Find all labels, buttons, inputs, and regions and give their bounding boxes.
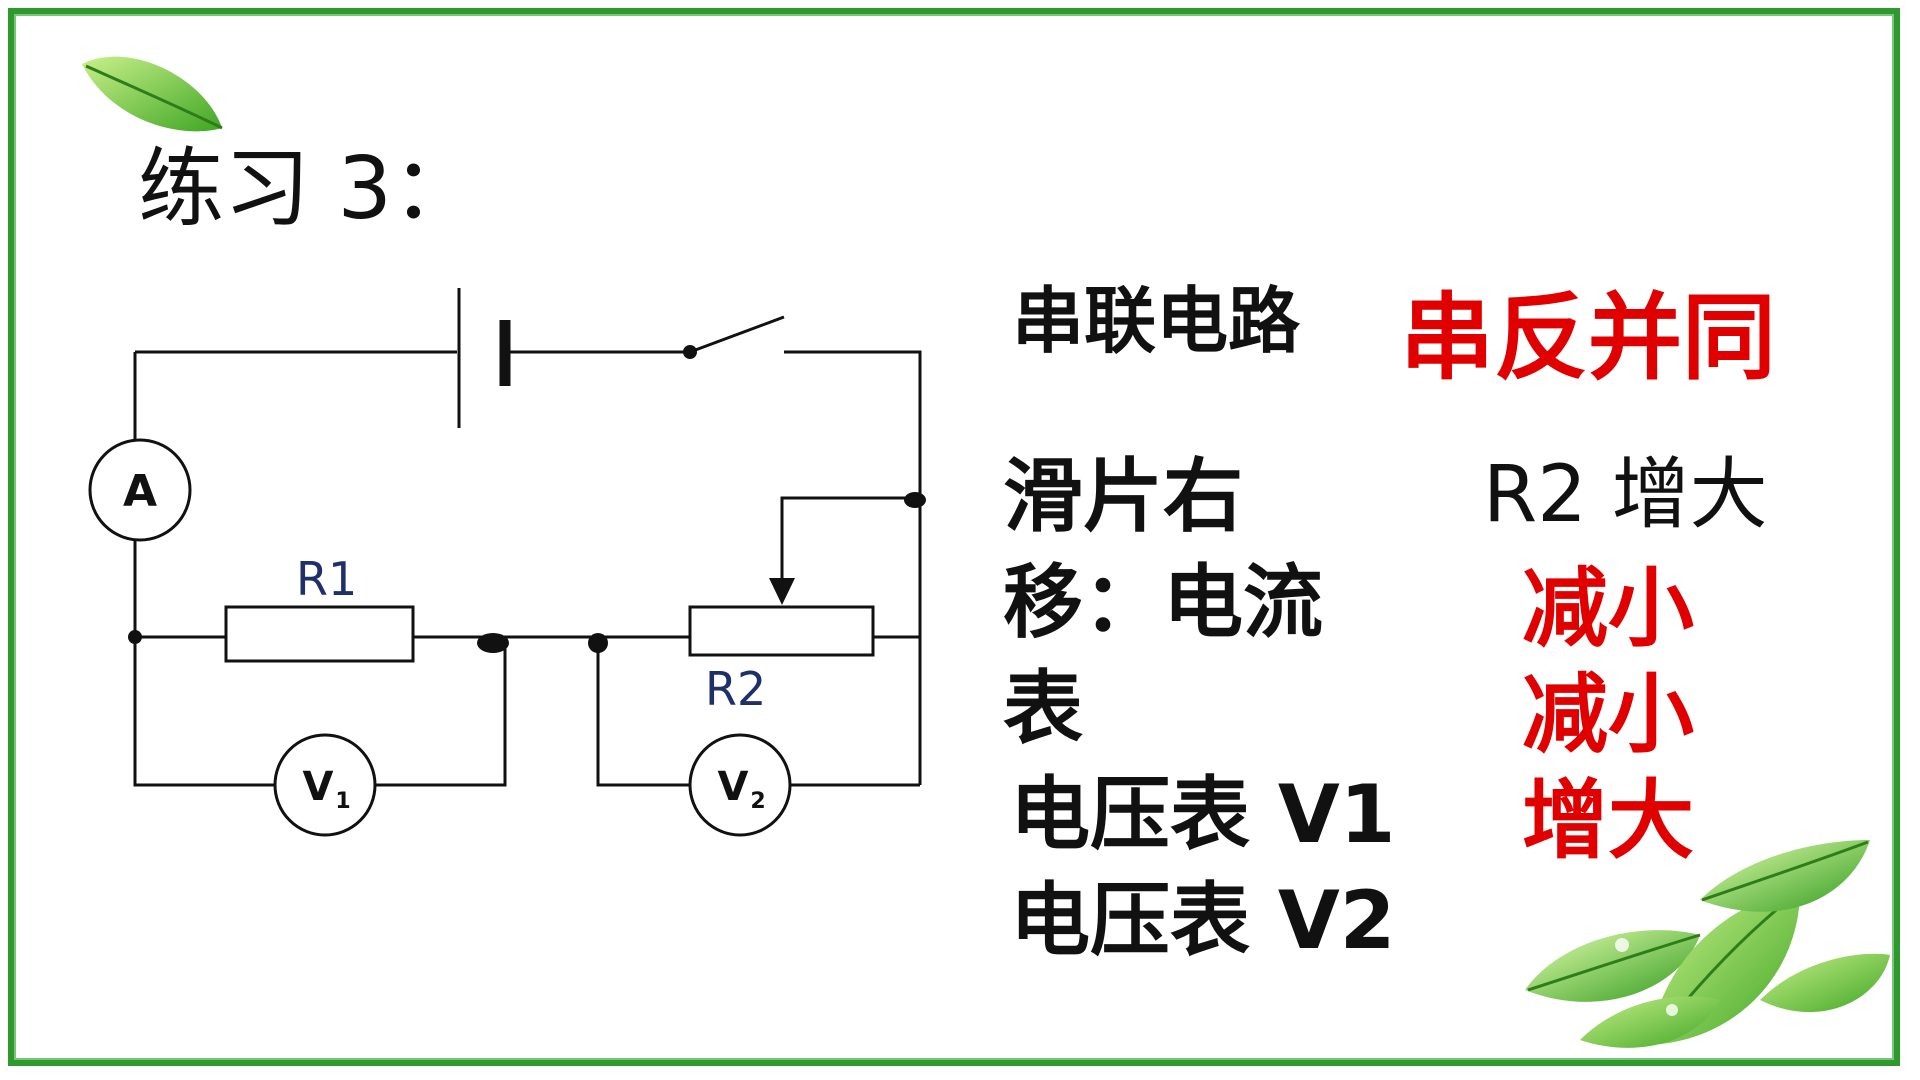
voltmeter-v1	[273, 733, 377, 837]
junction-dot	[128, 630, 142, 644]
circuit-wires	[133, 315, 922, 787]
question-line-2: 移：电流	[1003, 556, 1323, 649]
answer-v1: 减小	[1522, 665, 1694, 765]
question-line-5: 电压表 V2	[1010, 874, 1396, 967]
voltmeter-v2	[688, 733, 792, 837]
ammeter	[88, 438, 192, 542]
answer-v2: 增大	[1522, 771, 1694, 871]
junction-dot	[477, 633, 509, 653]
v2-label: V	[718, 764, 749, 810]
v1-subscript: 1	[335, 789, 350, 814]
r2-label: R2	[705, 662, 766, 716]
junction-dot	[904, 492, 926, 508]
question-line-4: 电压表 V1	[1010, 768, 1396, 861]
answer-current: 减小	[1522, 559, 1694, 659]
question-line-1: 滑片右	[1003, 450, 1243, 543]
slider-arrow	[769, 578, 795, 605]
rule-heading: 串联电路	[1012, 279, 1301, 363]
junction-dot	[588, 633, 608, 653]
answer-header: R2 增大	[1483, 450, 1768, 540]
v1-label: V	[303, 764, 334, 810]
leaves-cluster-icon	[1525, 840, 1890, 1048]
question-line-3: 表	[1003, 662, 1083, 755]
switch-pivot	[683, 345, 697, 359]
leaf-icon	[82, 56, 223, 132]
r1-label: R1	[296, 552, 357, 606]
rule-value: 串反并同	[1400, 284, 1777, 393]
resistor-r2	[688, 605, 875, 657]
v2-subscript: 2	[750, 789, 765, 814]
slide-title: 练习 3：	[138, 139, 479, 239]
resistor-r1	[224, 605, 415, 663]
ammeter-label: A	[123, 466, 157, 517]
